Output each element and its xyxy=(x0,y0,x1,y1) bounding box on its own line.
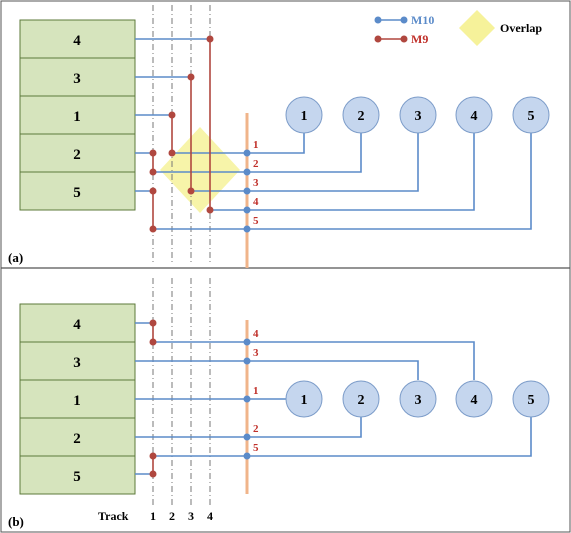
circle-b-label: 5 xyxy=(528,393,535,408)
block-a-2 xyxy=(19,57,136,97)
block-stack-a: 4 3 1 2 5 xyxy=(19,19,136,211)
block-a-label: 2 xyxy=(73,147,81,163)
terminal-circles-a: 1 2 3 4 5 xyxy=(285,96,550,134)
legend-overlap-label: Overlap xyxy=(500,21,542,35)
pin-label-b: 5 xyxy=(253,442,259,454)
block-a-1 xyxy=(19,19,136,59)
pin-label-a: 3 xyxy=(253,177,259,189)
legend-overlap-swatch xyxy=(459,10,495,46)
m9-vias-a xyxy=(149,35,214,233)
terminal-circles-b: 1 2 3 4 5 xyxy=(285,380,550,418)
block-a-label: 3 xyxy=(73,71,81,87)
circle-b-label: 2 xyxy=(358,393,365,408)
panel-a-label: (a) xyxy=(8,250,23,265)
pin-label-b: 1 xyxy=(253,385,259,397)
block-b-label: 1 xyxy=(73,393,81,409)
circle-b-label: 1 xyxy=(301,393,308,408)
circle-b-label: 4 xyxy=(471,393,478,408)
track-number: 1 xyxy=(150,509,156,523)
track-label: Track xyxy=(98,509,129,523)
m10-wires-a xyxy=(135,38,532,230)
pin-label-b: 4 xyxy=(253,328,259,340)
pin-label-b: 3 xyxy=(253,347,259,359)
block-b-label: 2 xyxy=(73,431,81,447)
m10-pins-b xyxy=(243,338,251,460)
panel-a: 4 3 1 2 5 xyxy=(8,5,550,268)
pin-label-a: 5 xyxy=(253,215,259,227)
track-number: 3 xyxy=(188,509,194,523)
m10-wires-b xyxy=(135,322,532,475)
track-number: 2 xyxy=(169,509,175,523)
track-number: 4 xyxy=(207,509,213,523)
legend-m10-label: M10 xyxy=(411,13,434,27)
block-b-2 xyxy=(19,341,136,381)
pin-label-a: 2 xyxy=(253,158,259,170)
m10-pins-a xyxy=(243,149,251,233)
circle-a-label: 3 xyxy=(415,109,422,124)
block-stack-b: 4 3 1 2 5 xyxy=(19,303,136,495)
block-a-label: 4 xyxy=(73,33,81,49)
track-lines-b xyxy=(152,278,211,505)
circle-a-label: 2 xyxy=(358,109,365,124)
block-a-label: 1 xyxy=(73,109,81,125)
block-b-1 xyxy=(19,303,136,343)
circle-a-label: 1 xyxy=(301,109,308,124)
block-b-label: 4 xyxy=(73,317,81,333)
block-a-3 xyxy=(19,95,136,135)
pin-label-a: 1 xyxy=(253,139,259,151)
block-a-5 xyxy=(19,171,136,211)
legend: M10 M9 Overlap xyxy=(374,10,542,46)
circle-a-label: 5 xyxy=(528,109,535,124)
panel-b: 4 3 1 2 5 xyxy=(8,278,550,529)
block-b-5 xyxy=(19,455,136,495)
block-a-label: 5 xyxy=(73,185,81,201)
pin-label-a: 4 xyxy=(253,196,259,208)
circle-a-label: 4 xyxy=(471,109,478,124)
legend-m9-label: M9 xyxy=(411,32,428,46)
circle-b-label: 3 xyxy=(415,393,422,408)
m9-vias-b xyxy=(149,319,157,478)
block-b-label: 5 xyxy=(73,469,81,485)
block-b-label: 3 xyxy=(73,355,81,371)
block-b-3 xyxy=(19,379,136,419)
pin-label-b: 2 xyxy=(253,423,259,435)
panel-b-label: (b) xyxy=(8,514,24,529)
